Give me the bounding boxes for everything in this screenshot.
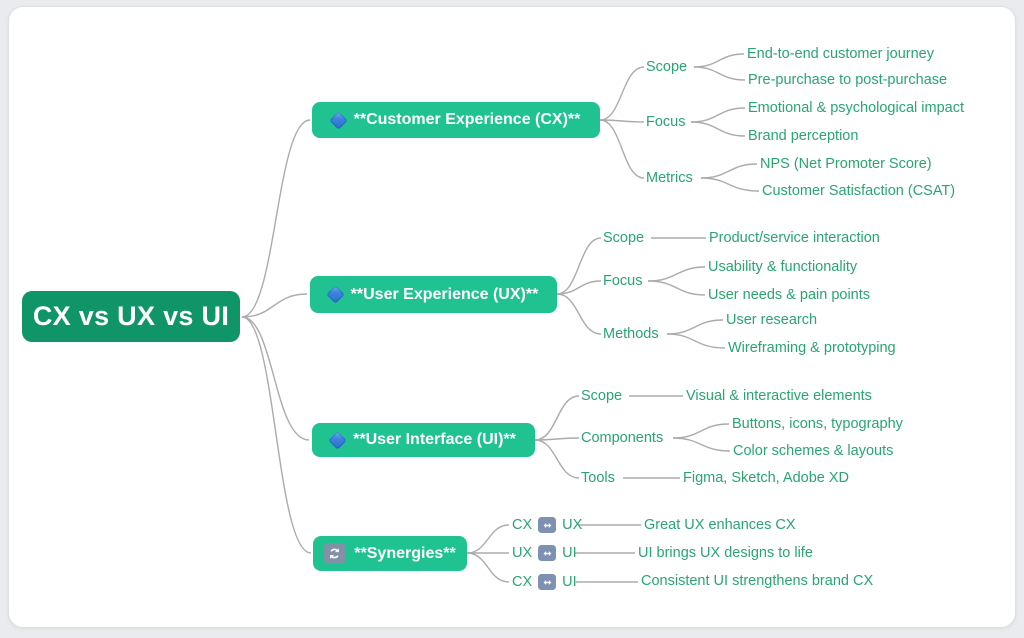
left-right-arrow-icon <box>538 574 557 590</box>
leaf-ui-brings-ux-designs-to-life[interactable]: UI brings UX designs to life <box>638 545 813 561</box>
leaf-pre-purchase-to-post-purchase[interactable]: Pre-purchase to post-purchase <box>748 72 948 88</box>
group-label-cx-scope[interactable]: Scope <box>646 59 688 75</box>
group-label-ux-methods[interactable]: Methods <box>603 326 659 342</box>
branch-node-synergies[interactable]: **Synergies** <box>313 536 467 571</box>
branch-node-label: **User Interface (UI)** <box>353 431 516 448</box>
group-label-cx-metrics[interactable]: Metrics <box>646 170 693 186</box>
leaf-user-needs-pain-points[interactable]: User needs & pain points <box>708 287 871 303</box>
group-label-ux-focus[interactable]: Focus <box>603 273 643 289</box>
group-label-cx-ui[interactable]: CX UI <box>512 574 577 590</box>
branch-node-user-interface[interactable]: **User Interface (UI)** <box>312 423 535 457</box>
left-right-arrow-icon <box>538 545 557 561</box>
leaf-product-service-interaction[interactable]: Product/service interaction <box>709 230 880 246</box>
left-right-arrow-icon <box>538 517 557 533</box>
counterclockwise-arrows-icon <box>324 543 346 564</box>
leaf-nps[interactable]: NPS (Net Promoter Score) <box>760 156 932 172</box>
branch-node-customer-experience[interactable]: **Customer Experience (CX)** <box>312 102 600 138</box>
leaf-buttons-icons-typography[interactable]: Buttons, icons, typography <box>732 416 903 432</box>
branch-node-user-experience[interactable]: **User Experience (UX)** <box>310 276 557 313</box>
leaf-figma-sketch-adobe-xd[interactable]: Figma, Sketch, Adobe XD <box>683 470 850 486</box>
group-label-ux-ui[interactable]: UX UI <box>512 545 577 561</box>
root-node-label: CX vs UX vs UI <box>32 301 230 331</box>
leaf-visual-interactive-elements[interactable]: Visual & interactive elements <box>686 388 872 404</box>
leaf-end-to-end-customer-journey[interactable]: End-to-end customer journey <box>747 46 934 62</box>
large-blue-diamond-icon <box>328 430 347 450</box>
large-blue-diamond-icon <box>325 285 345 304</box>
leaf-brand-perception[interactable]: Brand perception <box>748 128 859 144</box>
branch-node-label: **User Experience (UX)** <box>350 285 539 303</box>
group-label-cx-focus[interactable]: Focus <box>646 114 686 130</box>
leaf-csat[interactable]: Customer Satisfaction (CSAT) <box>762 183 956 199</box>
leaf-user-research[interactable]: User research <box>726 312 818 328</box>
leaf-wireframing-prototyping[interactable]: Wireframing & prototyping <box>728 340 896 356</box>
group-label-cx-ux[interactable]: CX UX <box>512 517 583 533</box>
branch-node-label: **Synergies** <box>354 544 456 562</box>
leaf-great-ux-enhances-cx[interactable]: Great UX enhances CX <box>644 517 796 533</box>
group-label-ui-tools[interactable]: Tools <box>581 470 615 486</box>
root-node[interactable]: CX vs UX vs UI <box>22 291 240 342</box>
leaf-consistent-ui-strengthens-brand-cx[interactable]: Consistent UI strengthens brand CX <box>641 573 874 589</box>
group-label-ui-scope[interactable]: Scope <box>581 388 623 404</box>
branch-node-label: **Customer Experience (CX)** <box>353 111 581 128</box>
group-label-ux-scope[interactable]: Scope <box>603 230 645 246</box>
leaf-emotional-psychological-impact[interactable]: Emotional & psychological impact <box>748 100 964 116</box>
leaf-color-schemes-layouts[interactable]: Color schemes & layouts <box>733 443 894 459</box>
large-blue-diamond-icon <box>328 110 348 130</box>
leaf-usability-functionality[interactable]: Usability & functionality <box>708 259 858 275</box>
group-label-ui-components[interactable]: Components <box>581 430 664 446</box>
